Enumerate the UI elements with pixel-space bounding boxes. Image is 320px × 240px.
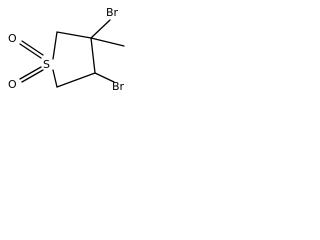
bond-s-o-top-a	[19, 43, 42, 59]
bond-c3-methyl	[90, 37, 125, 47]
molecule-structure: S O O Br Br	[8, 6, 125, 93]
bond-c4-c5	[56, 72, 96, 88]
bond-c3-br	[90, 19, 111, 39]
bond-s-o-bottom-a	[19, 66, 42, 80]
bond-s-o-bottom-b	[21, 69, 44, 83]
bond-c3-c4	[90, 37, 96, 74]
bond-s-o-top-b	[21, 40, 44, 56]
bromine-top-atom-label: Br	[106, 6, 119, 19]
bromine-bottom-atom-label: Br	[112, 80, 125, 93]
bond-c5-s	[52, 69, 58, 88]
sulfur-atom-label: S	[43, 58, 50, 71]
oxygen-top-atom-label: O	[8, 32, 17, 45]
bond-s-c2	[52, 31, 58, 60]
bond-c2-c3	[56, 31, 92, 39]
oxygen-bottom-atom-label: O	[8, 78, 17, 91]
bond-c4-br	[94, 72, 115, 83]
